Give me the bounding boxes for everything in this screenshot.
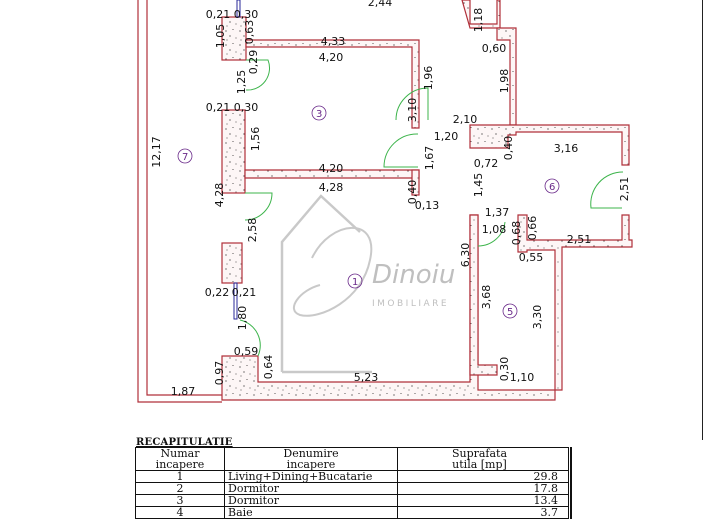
dimension-label: 2,51 <box>567 233 592 246</box>
dimension-label: 0,97 <box>213 361 226 386</box>
svg-text:6: 6 <box>549 182 555 193</box>
dimension-label: 6,30 <box>459 243 472 268</box>
room-marker-3: 3 <box>311 105 327 121</box>
dimension-label: 0,72 <box>474 157 499 170</box>
table-row: 1 Living+Dining+Bucatarie 29.8 <box>135 470 572 483</box>
dimension-label: 3,30 <box>531 305 544 330</box>
room-marker-5: 5 <box>502 303 518 319</box>
dimension-label: 0,30 <box>234 101 259 114</box>
room-labels: 1 3 5 6 7 <box>177 105 560 319</box>
dimension-label: 1,05 <box>214 24 227 49</box>
table-edge <box>568 447 572 471</box>
dimension-label: 4,33 <box>321 35 346 48</box>
dimension-label: 0,29 <box>247 50 260 75</box>
windows <box>233 0 241 320</box>
door-swings <box>239 59 624 357</box>
dimension-label: 1,20 <box>434 130 459 143</box>
dimension-label: 0,30 <box>498 357 511 382</box>
dimension-label: 3,10 <box>406 98 419 123</box>
dimension-label: 12,17 <box>150 136 163 168</box>
dimension-label: 2,58 <box>246 218 259 243</box>
dimension-label: 0,59 <box>234 345 259 358</box>
dimension-label: 4,20 <box>319 162 344 175</box>
dimension-label: 4,28 <box>213 183 226 208</box>
dimension-label: 1,67 <box>423 146 436 171</box>
watermark-script: Dinoiu <box>372 260 455 290</box>
dimension-label: 2,10 <box>453 113 478 126</box>
room-marker-6: 6 <box>544 178 560 194</box>
dimension-label: 5,23 <box>354 371 379 384</box>
watermark-logo: Dinoiu IMOBILIARE <box>280 194 455 374</box>
dimension-label: 0,21 <box>206 101 231 114</box>
table-row: 3 Dormitor 13.4 <box>135 494 572 507</box>
dimension-label: 0,66 <box>526 216 539 241</box>
dimension-label: 1,25 <box>235 70 248 95</box>
floor-plan: Dinoiu IMOBILIARE <box>137 0 633 403</box>
sheet-border-right <box>702 0 703 440</box>
dimension-label: 1,18 <box>472 8 485 33</box>
dimension-label: 1,56 <box>249 127 262 152</box>
room-marker-1: 1 <box>347 273 363 289</box>
dimension-label: 1,45 <box>472 173 485 198</box>
dimension-label: 3,68 <box>480 285 493 310</box>
dimension-label: 4,28 <box>319 181 344 194</box>
dimension-label: 1,37 <box>485 206 510 219</box>
dimension-label: 0,64 <box>262 355 275 380</box>
svg-text:1: 1 <box>352 277 358 288</box>
dimension-label: 1,80 <box>236 306 249 331</box>
dimension-label: 1,87 <box>171 385 196 398</box>
dimension-label: 1,96 <box>422 66 435 91</box>
dimension-label: 1,98 <box>498 69 511 94</box>
dimension-label: 0,40 <box>406 180 419 205</box>
dimension-label: 0,21 <box>232 286 257 299</box>
table-row: 2 Dormitor 17.8 <box>135 482 572 495</box>
dimension-label: 0,13 <box>415 199 440 212</box>
table-row: 4 Baie 3.7 <box>135 506 572 519</box>
svg-text:7: 7 <box>182 152 188 163</box>
dimension-label: 0,40 <box>502 136 515 161</box>
dimension-label: 2,44 <box>368 0 393 9</box>
dimension-label: 0,55 <box>519 251 544 264</box>
watermark-subtitle: IMOBILIARE <box>372 299 449 309</box>
dimension-label: 1,10 <box>510 371 535 384</box>
dimension-label: 0,68 <box>510 221 523 246</box>
dimension-label: 2,51 <box>618 177 631 202</box>
svg-text:5: 5 <box>507 307 513 318</box>
dimension-label: 1,08 <box>482 223 507 236</box>
recap-title: RECAPITULATIE <box>136 437 233 448</box>
dimension-label: 4,20 <box>319 51 344 64</box>
dimension-label: 3,16 <box>554 142 579 155</box>
dimension-label: 0,22 <box>205 286 230 299</box>
dimension-label: 0,21 <box>206 8 231 21</box>
wall-blocks <box>221 0 633 401</box>
svg-text:3: 3 <box>316 109 322 120</box>
outer-walls <box>137 0 222 403</box>
dimension-label: 0,30 <box>234 8 259 21</box>
room-marker-7: 7 <box>177 148 193 164</box>
dimension-label: 0,63 <box>243 20 256 45</box>
dimension-label: 0,60 <box>482 42 507 55</box>
